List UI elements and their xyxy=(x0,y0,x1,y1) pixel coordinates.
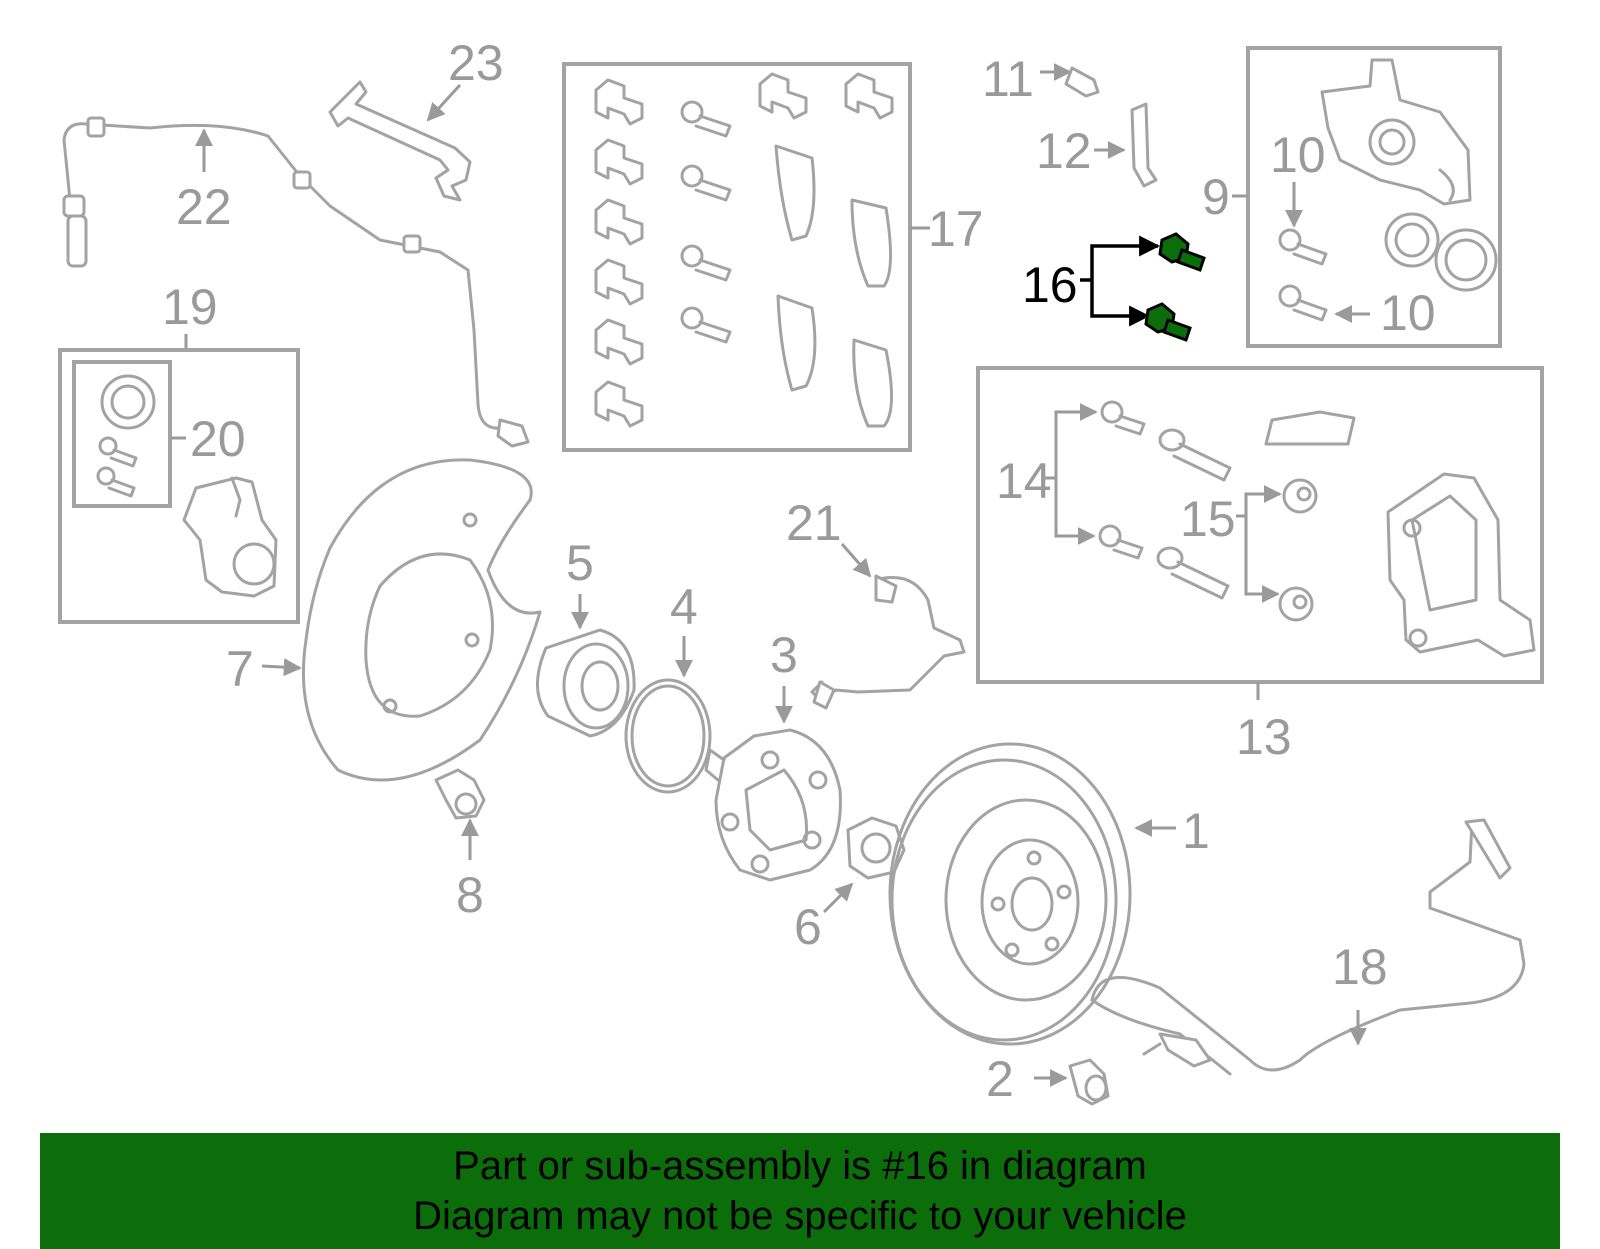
part-8-bolt xyxy=(434,768,486,860)
label-9: 9 xyxy=(1202,169,1230,225)
part-6-nut xyxy=(822,816,906,914)
label-21: 21 xyxy=(786,495,842,551)
label-3: 3 xyxy=(770,627,798,683)
info-banner: Part or sub-assembly is #16 in diagram D… xyxy=(40,1133,1560,1249)
label-15: 15 xyxy=(1180,491,1236,547)
part-7-dust-shield xyxy=(261,458,542,782)
label-8: 8 xyxy=(456,867,484,923)
label-23: 23 xyxy=(448,35,504,91)
label-5: 5 xyxy=(566,535,594,591)
label-10-lower: 10 xyxy=(1380,285,1436,341)
part-1-rotor xyxy=(888,742,1176,1046)
part-17-pad-kit xyxy=(562,62,930,452)
label-10-upper: 10 xyxy=(1270,127,1326,183)
part-5-bearing xyxy=(536,594,636,738)
label-1: 1 xyxy=(1182,803,1210,859)
label-4: 4 xyxy=(670,579,698,635)
label-22: 22 xyxy=(176,179,232,235)
part-21-sensor xyxy=(810,543,966,710)
label-7: 7 xyxy=(226,641,254,697)
part-12-clip xyxy=(1094,102,1158,188)
label-2: 2 xyxy=(986,1051,1014,1107)
label-11: 11 xyxy=(982,51,1034,107)
part-18-wear-sensor xyxy=(1090,818,1526,1076)
label-17: 17 xyxy=(928,201,984,257)
label-13: 13 xyxy=(1236,709,1292,765)
banner-line-1: Part or sub-assembly is #16 in diagram xyxy=(453,1144,1147,1188)
callout-labels: 23 22 17 11 12 9 10 10 16 19 20 14 15 21… xyxy=(162,35,1436,1107)
label-19: 19 xyxy=(162,279,218,335)
part-2-bolt xyxy=(1034,1058,1110,1106)
part-19-caliper-kit xyxy=(58,334,300,624)
label-14: 14 xyxy=(996,453,1052,509)
part-13-bracket-kit xyxy=(976,366,1544,700)
part-4-snap-ring xyxy=(624,636,712,794)
part-9-caliper xyxy=(1232,46,1502,348)
label-18: 18 xyxy=(1332,939,1388,995)
label-6: 6 xyxy=(794,899,822,955)
part-16-highlighted-bolts xyxy=(1080,232,1206,342)
part-23-bracket xyxy=(328,80,472,202)
part-3-hub xyxy=(704,686,842,882)
label-16: 16 xyxy=(1022,257,1078,313)
banner-line-2: Diagram may not be specific to your vehi… xyxy=(413,1194,1187,1238)
part-11-sensor xyxy=(1040,63,1100,98)
part-22-sensor-wire xyxy=(62,116,530,448)
label-12: 12 xyxy=(1036,123,1092,179)
label-20: 20 xyxy=(190,411,246,467)
